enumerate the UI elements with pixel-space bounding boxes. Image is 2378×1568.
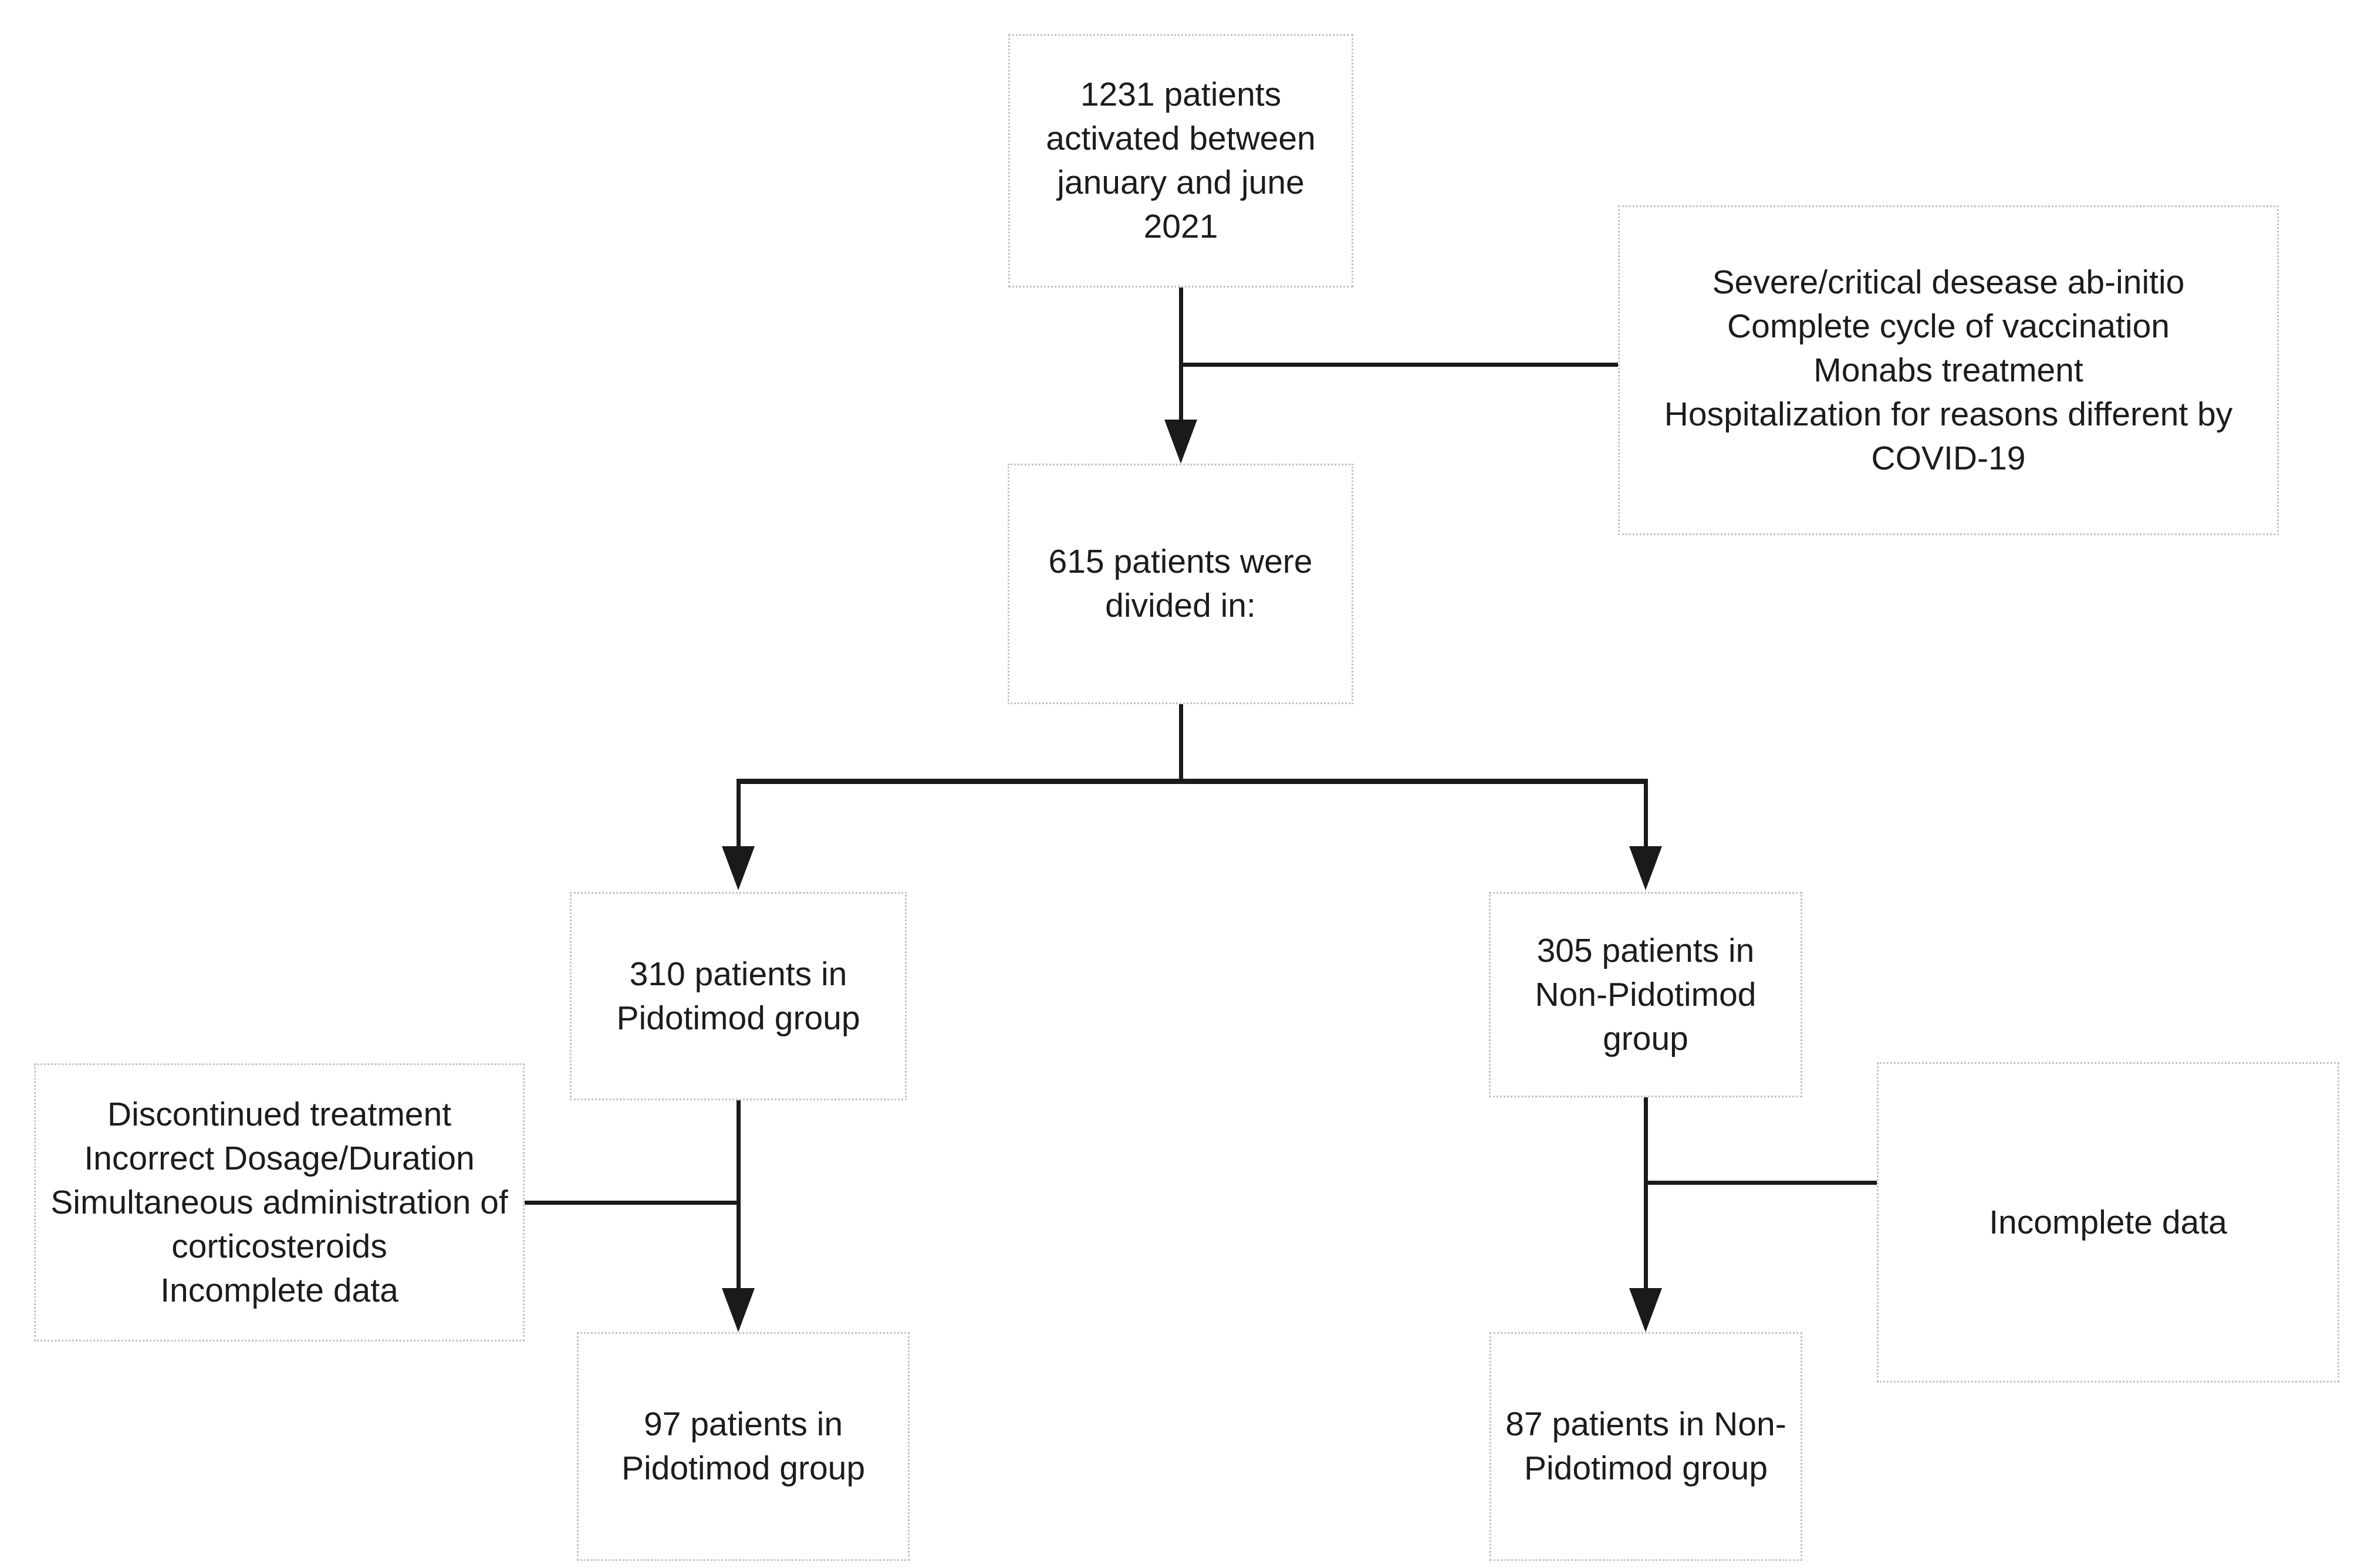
node-divided-patients: 615 patients were divided in: <box>1008 464 1353 704</box>
arrowhead-into-divided <box>1164 420 1197 464</box>
node-non-pidotimod-group: 305 patients in Non-Pidotimod group <box>1489 892 1802 1097</box>
connector-pidotimod-to-final <box>737 1100 741 1291</box>
arrowhead-into-non-pidotimod <box>1629 846 1662 890</box>
node-pidotimod-group: 310 patients in Pidotimod group <box>570 892 907 1100</box>
node-exclusion-criteria-top: Severe/critical desease ab-initio Comple… <box>1618 205 2279 535</box>
arrowhead-into-non-pidotimod-final <box>1629 1288 1662 1332</box>
connector-to-exclusion-top <box>1181 363 1618 367</box>
arrowhead-into-pidotimod-final <box>722 1288 755 1332</box>
connector-split-to-pidotimod <box>737 779 741 849</box>
connector-exclusion-right-feed <box>1646 1181 1877 1185</box>
connector-exclusion-left-feed <box>525 1201 738 1205</box>
node-exclusion-criteria-right: Incomplete data <box>1877 1062 2339 1383</box>
connector-split-to-non-pidotimod <box>1644 779 1648 849</box>
node-exclusion-criteria-left: Discontinued treatment Incorrect Dosage/… <box>34 1063 525 1341</box>
connector-non-pidotimod-to-final <box>1644 1097 1648 1291</box>
connector-divided-to-split <box>1179 704 1183 783</box>
split-bar <box>737 779 1647 784</box>
node-initial-patients: 1231 patients activated between january … <box>1008 34 1353 288</box>
arrowhead-into-pidotimod <box>722 846 755 890</box>
node-non-pidotimod-group-final: 87 patients in Non- Pidotimod group <box>1489 1332 1802 1561</box>
node-pidotimod-group-final: 97 patients in Pidotimod group <box>577 1332 910 1561</box>
connector-initial-to-divided <box>1179 288 1183 428</box>
